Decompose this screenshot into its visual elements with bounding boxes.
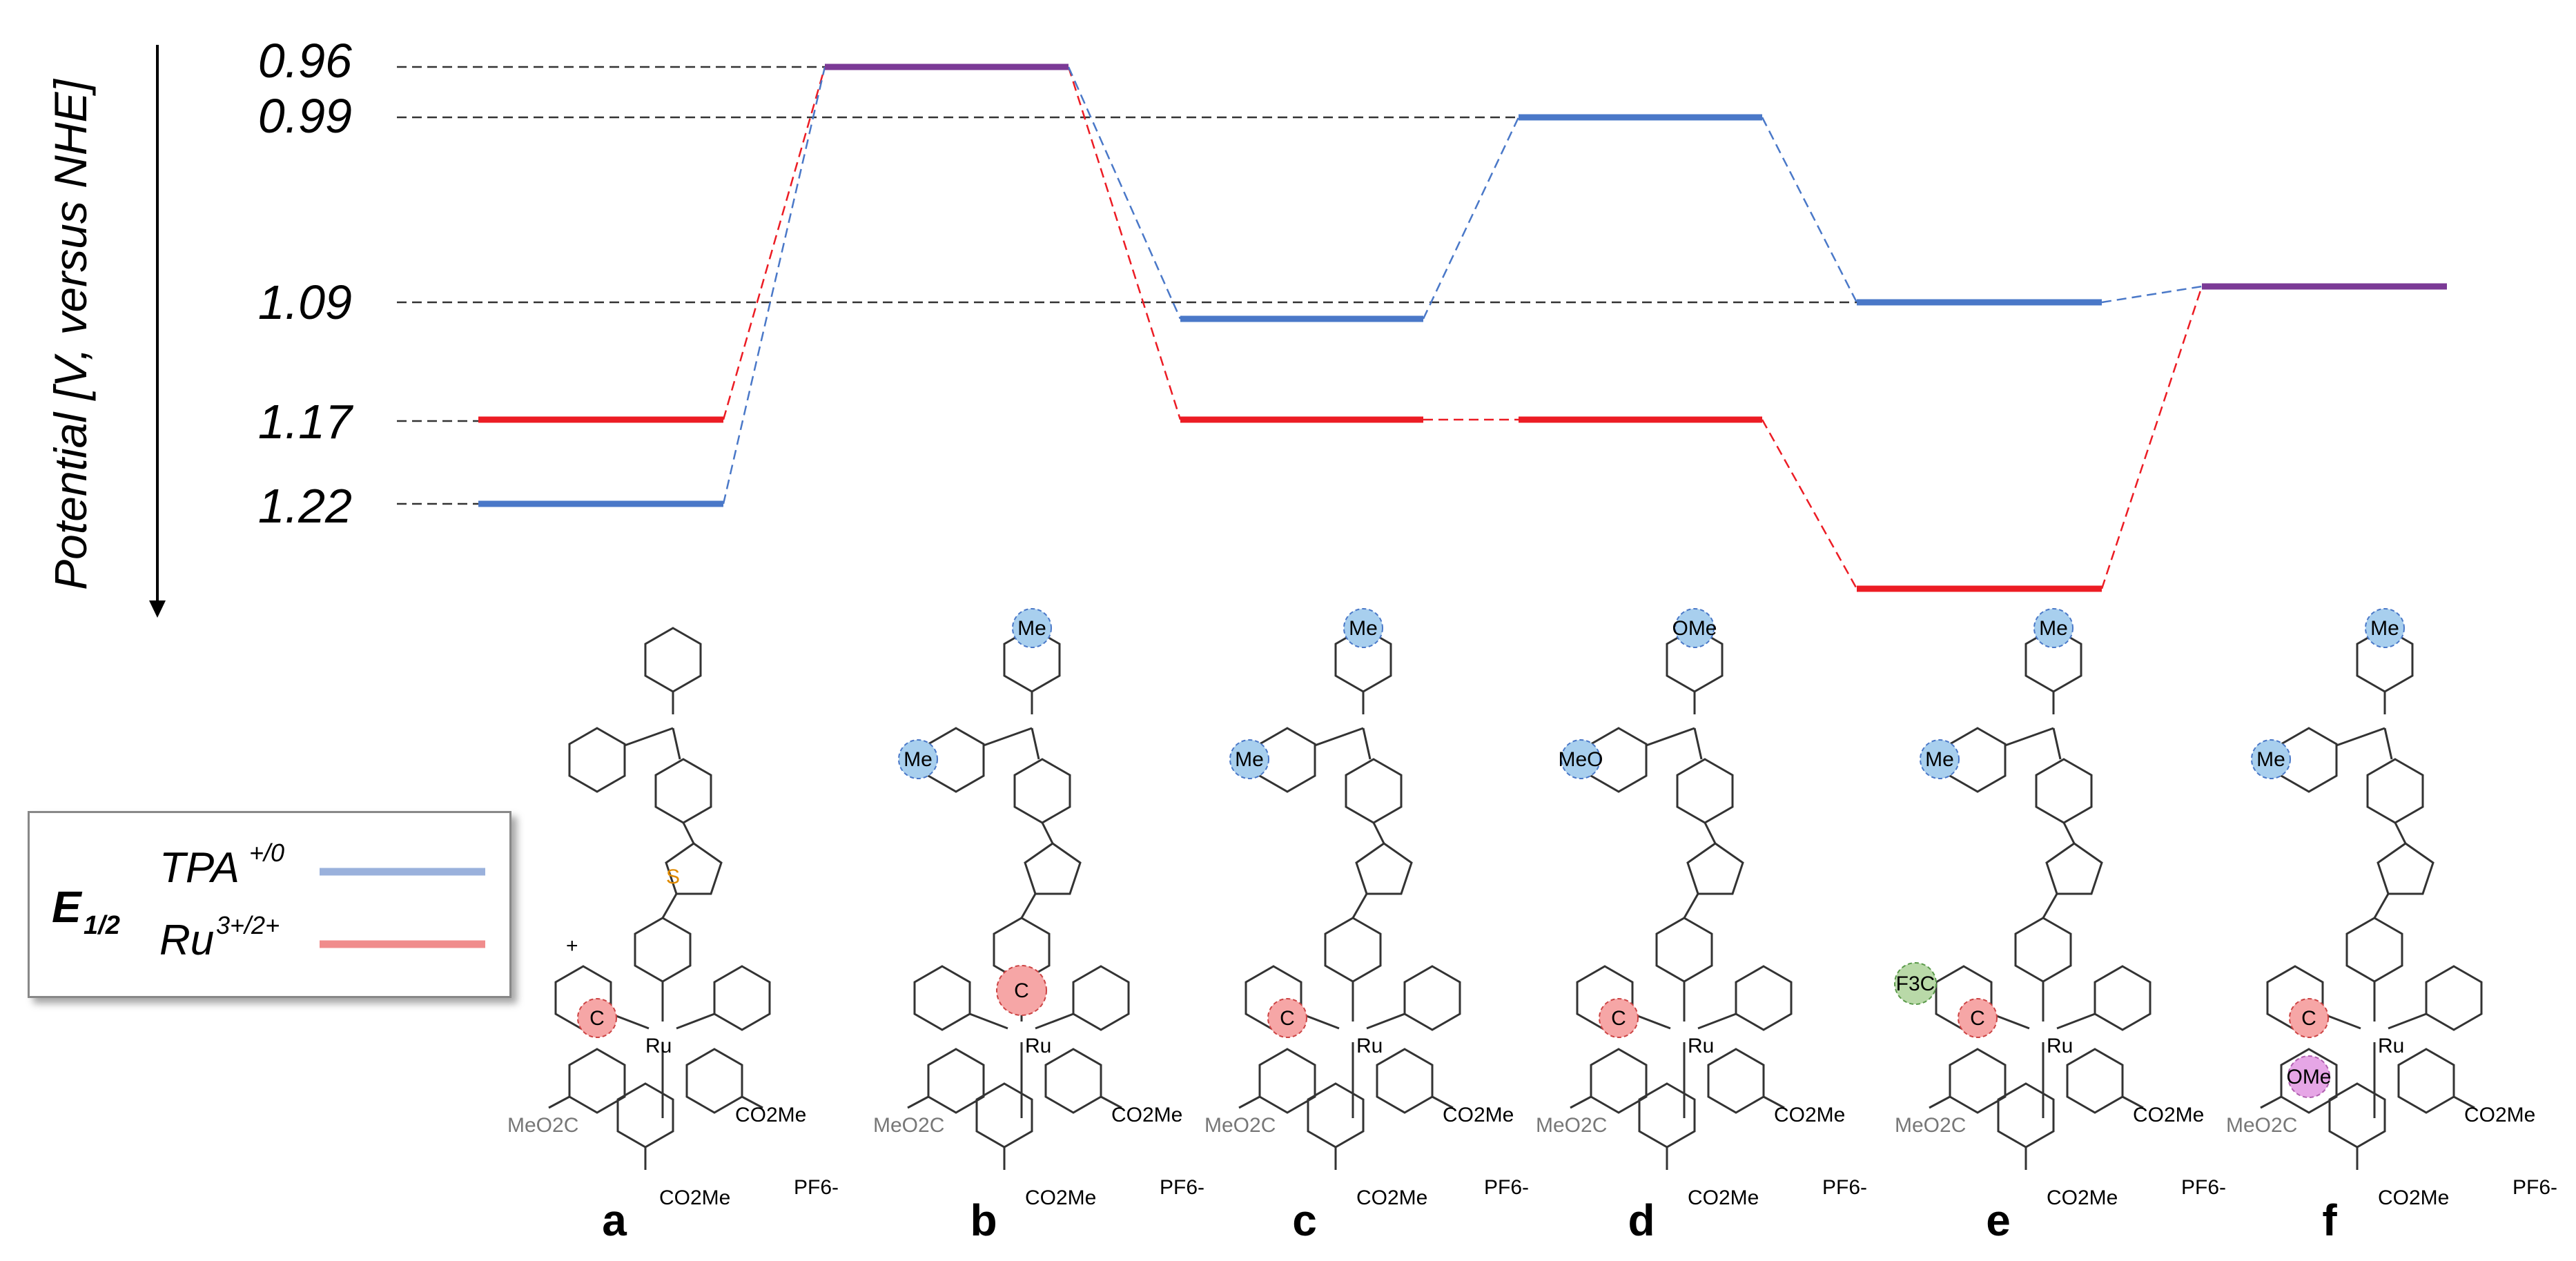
- ester-left-c: MeO2C: [1204, 1114, 1276, 1137]
- structure-d: [1561, 608, 1793, 1171]
- axis-label: Potential [V, versus NHE]: [45, 78, 96, 589]
- ester-right-c: CO2Me: [1443, 1104, 1514, 1126]
- ester-right-f: CO2Me: [2464, 1104, 2535, 1126]
- charge-a: +: [566, 935, 578, 957]
- f-center-sub: C: [2301, 1007, 2316, 1030]
- legend-ru-sup: 3+/2+: [216, 911, 280, 939]
- structure-c: [1229, 608, 1461, 1171]
- connector-tpa-a-b: [722, 66, 826, 505]
- ester-left-d: MeO2C: [1536, 1114, 1607, 1137]
- ester-left-f: MeO2C: [2226, 1114, 2297, 1137]
- c-left-sub: Me: [1235, 748, 1264, 771]
- structure-b: [898, 608, 1130, 1171]
- legend: E 1/2 TPA +/0 Ru 3+/2+: [28, 811, 511, 998]
- d-top-sub: OMe: [1672, 617, 1717, 640]
- energy-bars: [478, 63, 2447, 592]
- ester-left-b: MeO2C: [873, 1114, 944, 1137]
- b-left-sub: Me: [904, 748, 933, 771]
- c-top-sub: Me: [1349, 617, 1378, 640]
- legend-tpa-label: TPA: [159, 844, 240, 892]
- level-label-1.09: 1.09: [258, 275, 352, 329]
- ester-left-a: MeO2C: [507, 1114, 578, 1137]
- d-center-sub: C: [1611, 1007, 1626, 1030]
- connectors: [722, 66, 2203, 589]
- connector-ru-d-e: [1761, 419, 1858, 589]
- compound-label-f: f: [2322, 1195, 2337, 1245]
- compound-label-e: e: [1986, 1195, 2011, 1245]
- legend-graphic: E 1/2 TPA +/0 Ru 3+/2+: [52, 839, 485, 964]
- guide-lines: [397, 66, 1857, 505]
- atom-labels: Ru MeO2C CO2Me CO2Me PF6- + S Ru MeO2C C…: [507, 866, 2557, 1209]
- counter-ion-a: PF6-: [794, 1176, 839, 1199]
- ru-label-e: Ru: [2047, 1035, 2073, 1057]
- counter-ion-d: PF6-: [1822, 1176, 1867, 1199]
- ester-right-d: CO2Me: [1774, 1104, 1845, 1126]
- legend-tpa-sup: +/0: [249, 839, 284, 867]
- connector-ru-b-c: [1067, 66, 1182, 420]
- ester-right-e: CO2Me: [2133, 1104, 2204, 1126]
- ester-bottom-f: CO2Me: [2378, 1186, 2449, 1209]
- f-extra-sub: OMe: [2286, 1066, 2331, 1088]
- structure-e: [1894, 608, 2151, 1171]
- f-left-sub: Me: [2256, 748, 2285, 771]
- ester-right-a: CO2Me: [735, 1104, 806, 1126]
- f-top-sub: Me: [2370, 617, 2399, 640]
- connector-tpa-d-e: [1761, 117, 1858, 303]
- compound-label-d: d: [1628, 1195, 1655, 1245]
- ester-left-e: MeO2C: [1895, 1114, 1966, 1137]
- ester-bottom-d: CO2Me: [1688, 1186, 1759, 1209]
- axis-arrowhead: [149, 600, 166, 618]
- legend-ru-label: Ru: [159, 917, 214, 964]
- connector-ru-a-b: [722, 66, 826, 420]
- structure-f: [2251, 608, 2483, 1171]
- compound-label-b: b: [970, 1195, 997, 1245]
- b-top-sub: Me: [1017, 617, 1046, 640]
- e-center-sub: C: [1970, 1007, 1985, 1030]
- ester-bottom-e: CO2Me: [2047, 1186, 2118, 1209]
- compound-label-a: a: [602, 1195, 627, 1245]
- compound-label-c: c: [1292, 1195, 1317, 1245]
- legend-title-sub: 1/2: [84, 911, 120, 940]
- sulfur-a: S: [666, 866, 680, 888]
- d-left-sub: MeO: [1558, 748, 1603, 771]
- ru-label-b: Ru: [1025, 1035, 1051, 1057]
- connector-ru-e-f: [2100, 286, 2203, 589]
- ru-label-c: Ru: [1356, 1035, 1383, 1057]
- connector-tpa-e-f: [2101, 285, 2203, 304]
- level-label-0.96: 0.96: [258, 34, 352, 88]
- connector-tpa-b-c: [1067, 66, 1182, 320]
- counter-ion-c: PF6-: [1484, 1176, 1529, 1199]
- level-label-1.22: 1.22: [258, 479, 352, 533]
- ester-bottom-a: CO2Me: [659, 1186, 730, 1209]
- structure-a: [547, 627, 771, 1171]
- ester-right-b: CO2Me: [1111, 1104, 1182, 1126]
- ester-bottom-b: CO2Me: [1025, 1186, 1096, 1209]
- counter-ion-e: PF6-: [2181, 1176, 2226, 1199]
- ru-label-f: Ru: [2378, 1035, 2404, 1057]
- a-center-sub: C: [589, 1007, 605, 1030]
- ru-label-a: Ru: [645, 1035, 672, 1057]
- level-label-1.17: 1.17: [258, 395, 354, 449]
- connector-tpa-c-d: [1422, 117, 1520, 320]
- c-center-sub: C: [1280, 1007, 1295, 1030]
- legend-title: E: [52, 882, 83, 932]
- e-top-sub: Me: [2039, 617, 2068, 640]
- ru-label-d: Ru: [1688, 1035, 1714, 1057]
- e-left-sub: Me: [1925, 748, 1954, 771]
- counter-ion-f: PF6-: [2512, 1176, 2557, 1199]
- counter-ion-b: PF6-: [1160, 1176, 1204, 1199]
- ester-bottom-c: CO2Me: [1356, 1186, 1427, 1209]
- level-label-0.99: 0.99: [258, 89, 352, 143]
- b-center-sub: C: [1014, 979, 1029, 1002]
- e-extra-sub: F3C: [1896, 972, 1935, 995]
